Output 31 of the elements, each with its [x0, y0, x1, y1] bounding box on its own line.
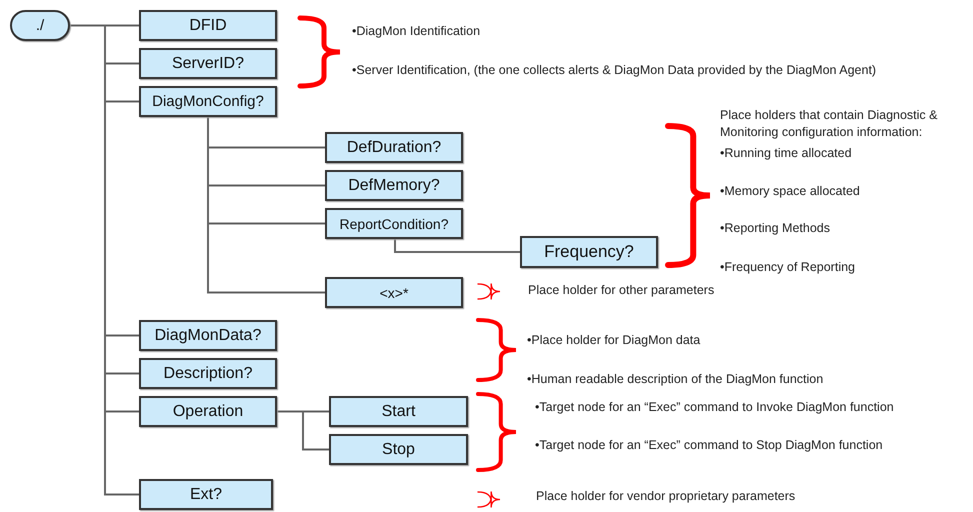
connector-line: [277, 410, 329, 450]
connector-line: [207, 117, 325, 294]
annotation-text: Place holder for other parameters: [528, 282, 714, 299]
tree-node-box: Frequency?: [520, 236, 658, 268]
annotation-text: •Place holder for DiagMon data: [527, 332, 700, 349]
annotation-text: •Memory space allocated: [720, 183, 860, 200]
annotation-text: •Target node for an “Exec” command to Stop DiagMon function: [535, 437, 883, 454]
tree-node-box: Operation: [139, 396, 277, 427]
tree-node-box: ReportCondition?: [325, 208, 463, 239]
annotation-text: Place holders that contain Diagnostic & Monitoring configuration information:: [720, 107, 938, 141]
annotation-text: •Server Identification, (the one collects alerts & DiagMon Data provided by the DiagMon Agent): [352, 62, 876, 79]
root-node: ./: [10, 10, 70, 41]
annotation-text: •Human readable description of the DiagMon function: [527, 371, 824, 388]
tree-node-box: <x>*: [325, 277, 463, 308]
tree-node-box: DFID: [139, 10, 277, 41]
tree-node-box: ServerID?: [139, 48, 277, 79]
annotation-text: Place holder for vendor proprietary parameters: [536, 488, 796, 505]
tree-node-box: Description?: [139, 358, 277, 389]
annotation-text: •DiagMon Identification: [352, 23, 480, 40]
annotation-text: •Frequency of Reporting: [720, 259, 856, 276]
connector-line: [394, 239, 520, 253]
tree-node-box: DiagMonConfig?: [139, 86, 277, 117]
tree-node-box: DefMemory?: [325, 170, 463, 201]
tree-node-box: DiagMonData?: [139, 320, 277, 351]
annotation-text: •Target node for an “Exec” command to Invoke DiagMon function: [535, 399, 894, 416]
tree-node-box: Stop: [329, 434, 468, 465]
annotation-text: •Running time allocated: [720, 145, 852, 162]
tree-node-box: Start: [329, 396, 468, 427]
tree-node-box: DefDuration?: [325, 132, 463, 163]
annotation-text: •Reporting Methods: [720, 220, 830, 237]
tree-node-box: Ext?: [139, 479, 273, 510]
